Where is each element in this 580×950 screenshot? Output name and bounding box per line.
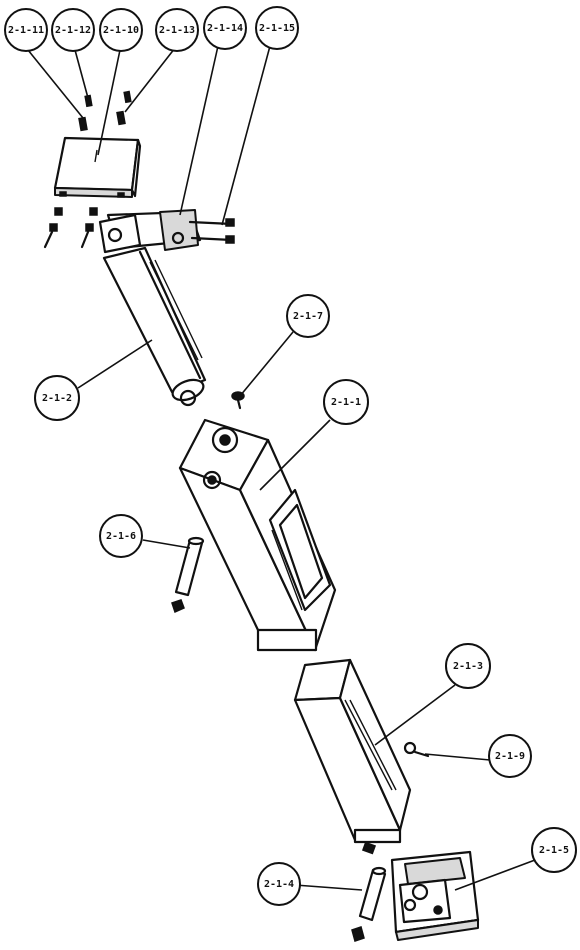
- callout-2-1-14: 2-1-14: [203, 6, 247, 50]
- callout-2-1-12: 2-1-12: [51, 8, 95, 52]
- cylinder-2-1-2: [102, 246, 207, 407]
- callout-2-1-13: 2-1-13: [155, 8, 199, 52]
- callout-2-1-11-label: 2-1-11: [8, 25, 44, 36]
- callout-2-1-4-label: 2-1-4: [264, 879, 294, 890]
- leader-lines: [27, 45, 536, 891]
- callout-2-1-5-label: 2-1-5: [539, 845, 569, 856]
- callout-2-1-14-label: 2-1-14: [207, 23, 243, 34]
- main-housing-2-1-1: [178, 418, 337, 652]
- callout-2-1-15-label: 2-1-15: [259, 23, 295, 34]
- pin-2-1-4: [351, 841, 387, 942]
- callout-2-1-11: 2-1-11: [4, 8, 48, 52]
- callout-2-1-1-label: 2-1-1: [331, 397, 361, 408]
- callout-2-1-7: 2-1-7: [286, 294, 330, 338]
- callout-2-1-10: 2-1-10: [99, 8, 143, 52]
- callout-2-1-2: 2-1-2: [34, 375, 80, 421]
- callout-2-1-3: 2-1-3: [445, 643, 491, 689]
- top-cover-plate: [53, 136, 142, 198]
- callout-2-1-3-label: 2-1-3: [453, 661, 483, 672]
- callout-2-1-1: 2-1-1: [323, 379, 369, 425]
- callout-2-1-9-label: 2-1-9: [495, 751, 525, 762]
- callout-2-1-12-label: 2-1-12: [55, 25, 91, 36]
- lower-tube-2-1-3: [293, 658, 412, 844]
- pin-2-1-6: [171, 536, 205, 614]
- callout-2-1-6: 2-1-6: [99, 514, 143, 558]
- callout-2-1-2-label: 2-1-2: [42, 393, 72, 404]
- callout-2-1-4: 2-1-4: [257, 862, 301, 906]
- callout-2-1-6-label: 2-1-6: [106, 531, 136, 542]
- callout-2-1-5: 2-1-5: [531, 827, 577, 873]
- callout-2-1-13-label: 2-1-13: [159, 25, 195, 36]
- end-bracket-2-1-5: [390, 850, 480, 941]
- fastener-2-1-9: [403, 741, 430, 758]
- clevis-bracket: [98, 209, 235, 254]
- callout-2-1-10-label: 2-1-10: [103, 25, 139, 36]
- callout-2-1-9: 2-1-9: [488, 734, 532, 778]
- callout-2-1-7-label: 2-1-7: [293, 311, 323, 322]
- callout-2-1-15: 2-1-15: [255, 6, 299, 50]
- plate-screws-lower: [43, 207, 98, 249]
